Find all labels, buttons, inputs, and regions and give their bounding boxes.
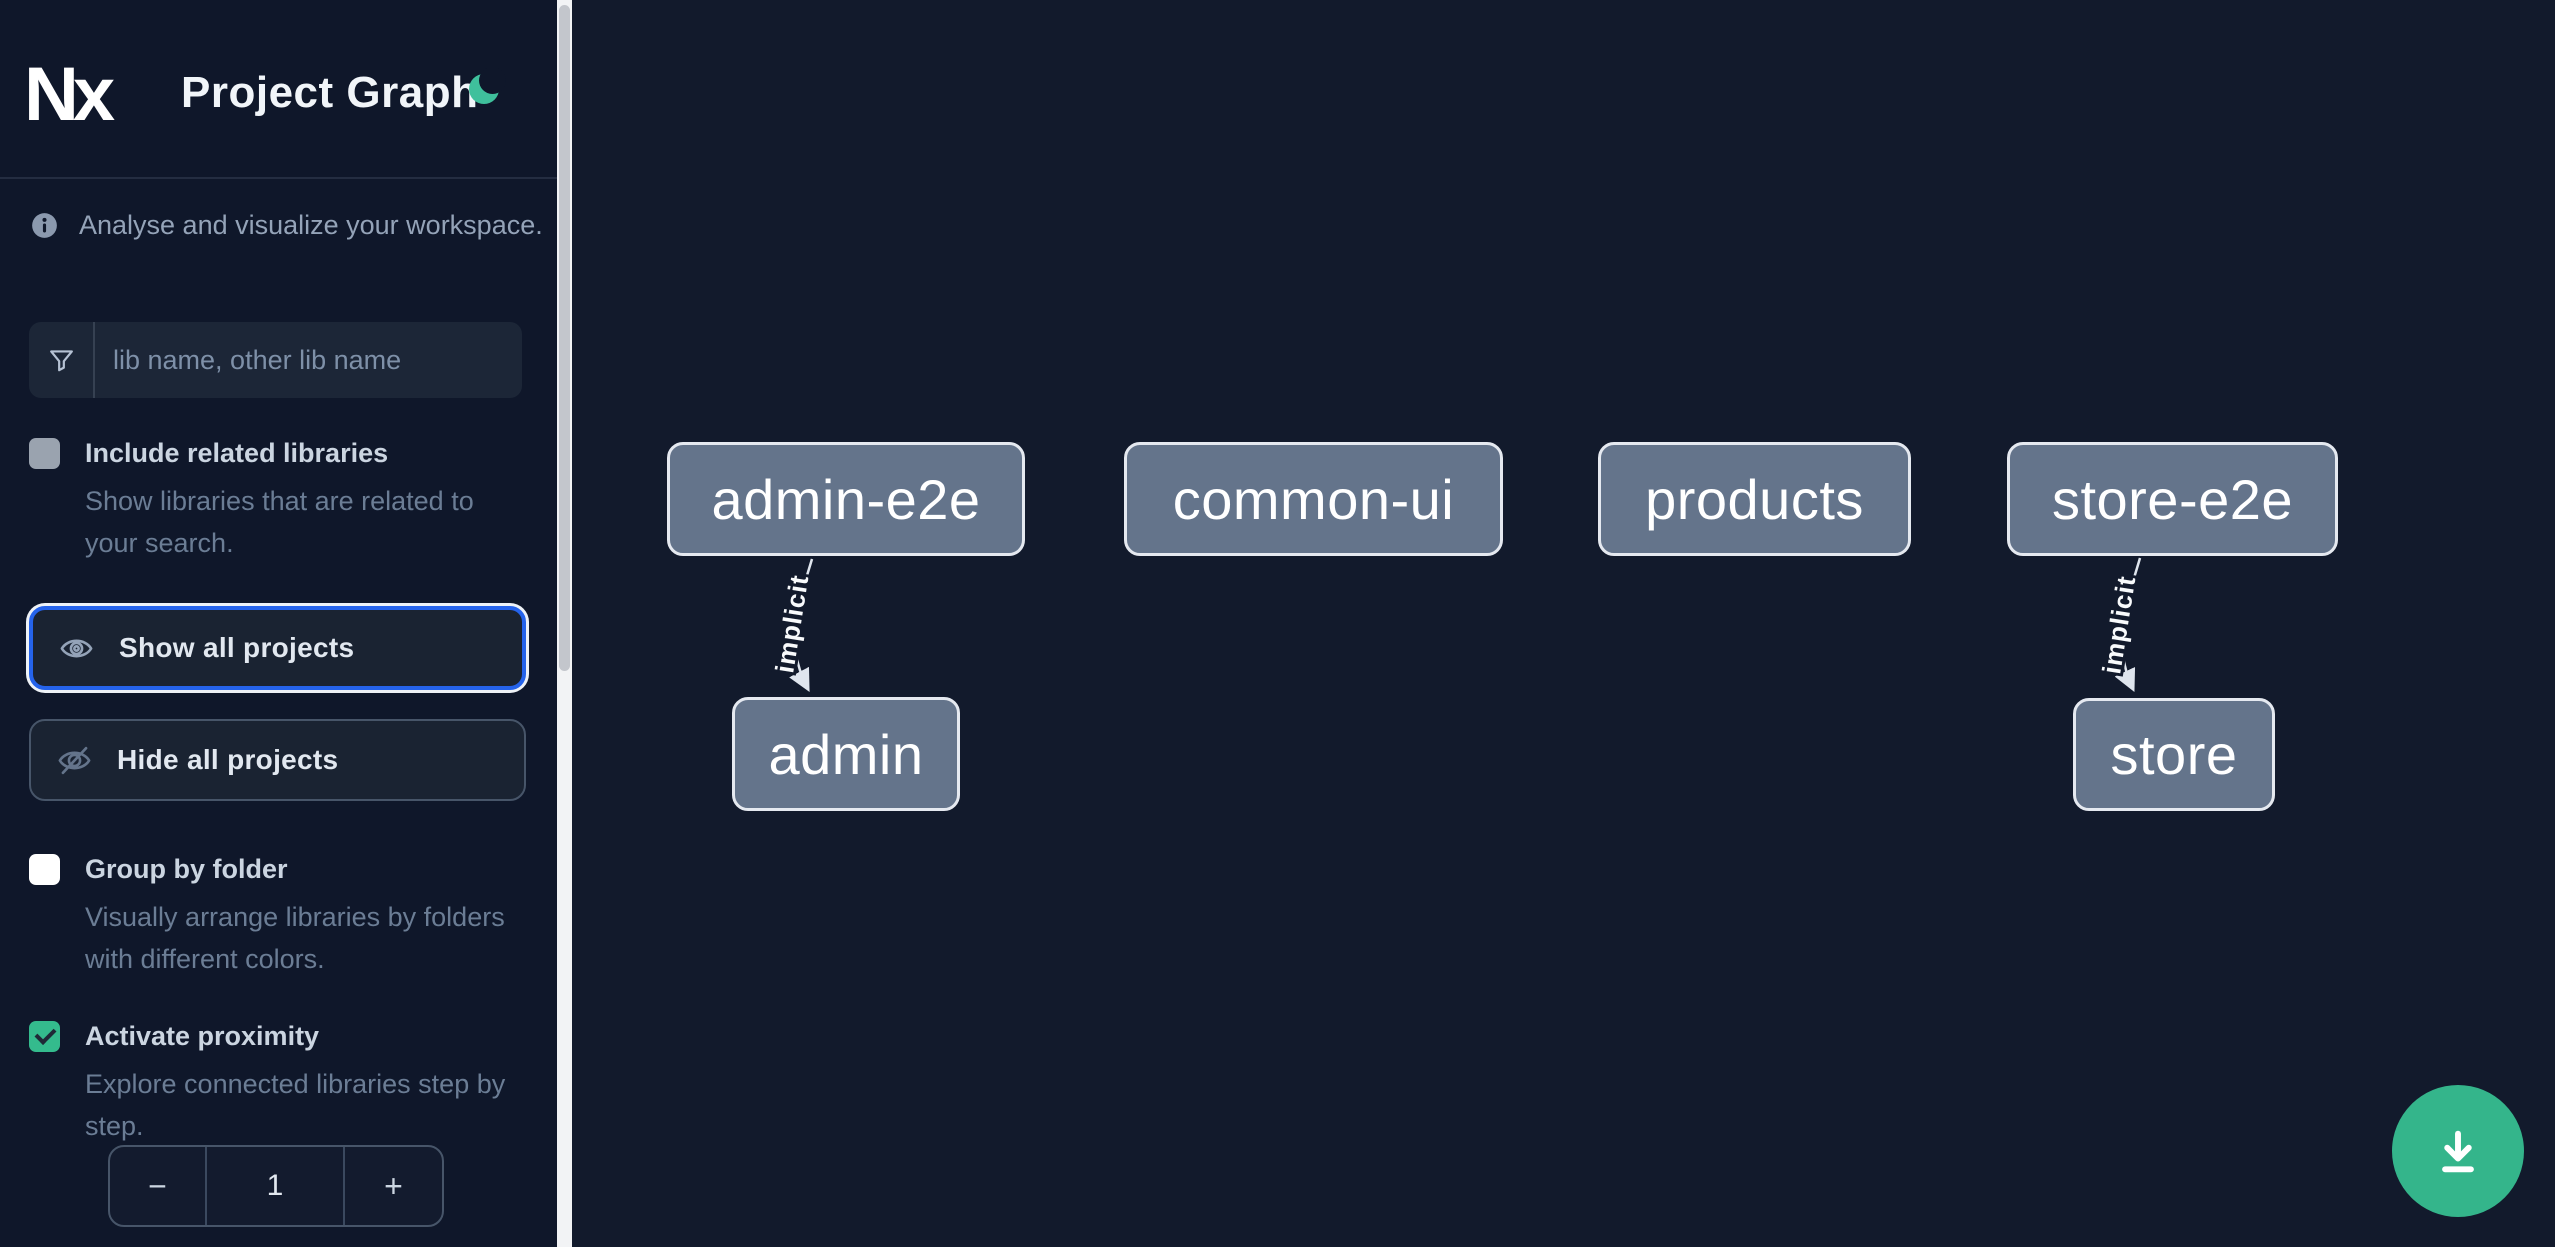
graph-node-admin[interactable]: admin <box>732 697 960 811</box>
include-related-label: Include related libraries <box>85 438 389 468</box>
filter-icon-cell <box>29 322 95 398</box>
eye-icon <box>58 630 95 667</box>
graph-canvas[interactable]: implicit implicit admin-e2e common-ui pr… <box>572 0 2555 1247</box>
sidebar-scrollbar-thumb[interactable] <box>559 5 570 671</box>
show-all-projects-label: Show all projects <box>119 632 355 663</box>
filter-input[interactable] <box>95 322 522 398</box>
info-icon <box>32 212 57 238</box>
group-by-folder-description: Visually arrange libraries by folders wi… <box>85 902 505 974</box>
nx-logo: Nx <box>24 56 121 132</box>
filter-box <box>29 322 522 398</box>
activate-proximity-label: Activate proximity <box>85 1021 320 1051</box>
header-divider <box>0 177 557 179</box>
option-group-by-folder: Group by folder Visually arrange librari… <box>29 852 509 980</box>
moon-icon <box>469 67 506 104</box>
proximity-decrement-button[interactable]: − <box>110 1147 207 1225</box>
tagline-text: Analyse and visualize your workspace. <box>79 209 543 240</box>
group-by-folder-label: Group by folder <box>85 854 288 884</box>
nx-logo-text: Nx <box>24 56 115 132</box>
theme-toggle-button[interactable] <box>466 67 506 108</box>
activate-proximity-description: Explore connected libraries step by step… <box>85 1069 506 1141</box>
graph-node-store-e2e[interactable]: store-e2e <box>2007 442 2338 556</box>
eye-slash-icon <box>56 742 93 779</box>
download-icon <box>2442 1130 2474 1173</box>
page-title: Project Graph <box>181 68 479 117</box>
option-include-related-libraries: Include related libraries Show libraries… <box>29 436 509 564</box>
graph-node-store[interactable]: store <box>2073 698 2275 811</box>
proximity-value: 1 <box>207 1147 345 1225</box>
graph-edges-layer: implicit implicit <box>766 557 2144 693</box>
hide-all-projects-label: Hide all projects <box>117 744 339 775</box>
sidebar: Nx Project Graph Analyse and visualize y… <box>0 0 557 1247</box>
download-graph-button[interactable] <box>2392 1085 2524 1217</box>
graph-node-products[interactable]: products <box>1598 442 1911 556</box>
edge-store-e2e-to-store: implicit <box>2093 557 2144 693</box>
edge-label-implicit: implicit <box>769 572 814 674</box>
include-related-description: Show libraries that are related to your … <box>85 486 474 558</box>
graph-node-admin-e2e[interactable]: admin-e2e <box>667 442 1025 556</box>
tagline-row: Analyse and visualize your workspace. <box>31 206 543 244</box>
edge-admin-e2e-to-admin: implicit <box>766 558 817 692</box>
hide-all-projects-button[interactable]: Hide all projects <box>29 719 526 801</box>
graph-node-common-ui[interactable]: common-ui <box>1124 442 1503 556</box>
proximity-increment-button[interactable]: + <box>384 1167 403 1204</box>
show-all-projects-button[interactable]: Show all projects <box>29 606 526 690</box>
include-related-checkbox[interactable] <box>29 438 60 469</box>
option-activate-proximity: Activate proximity Explore connected lib… <box>29 1019 509 1147</box>
edge-label-implicit: implicit <box>2096 573 2141 675</box>
activate-proximity-checkbox[interactable] <box>29 1021 60 1052</box>
group-by-folder-checkbox[interactable] <box>29 854 60 885</box>
proximity-stepper: − 1 + <box>108 1145 444 1227</box>
funnel-icon <box>49 349 73 371</box>
